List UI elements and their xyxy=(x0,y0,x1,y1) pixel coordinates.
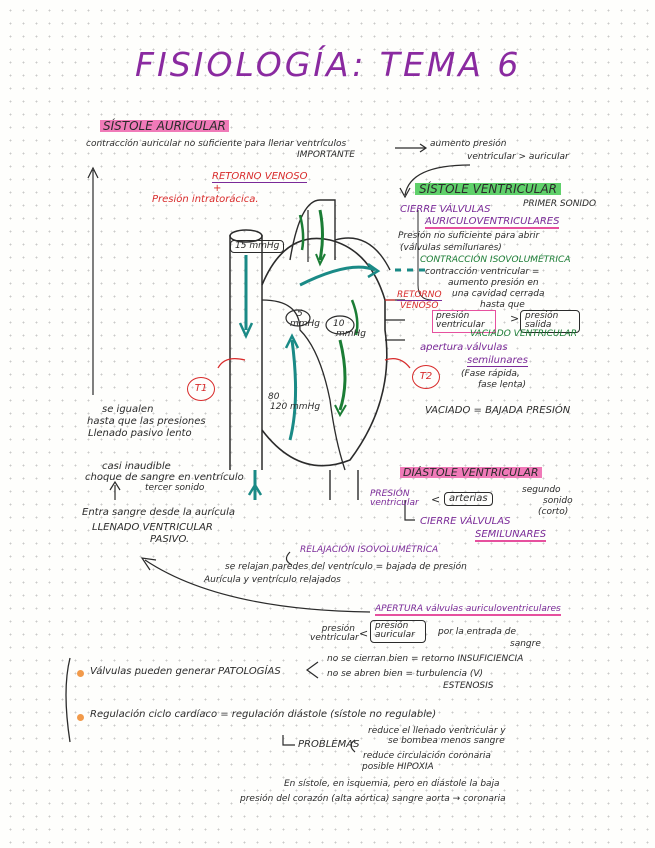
contraccion-isovolumetrica: CONTRACCIÓN ISOVOLUMÉTRICA xyxy=(420,255,571,265)
llenado-ventricular: LLENADO VENTRICULAR xyxy=(92,522,213,533)
cierre-valvulas: CIERRE VÁLVULAS xyxy=(400,204,491,215)
retorno-venoso-2-line1: RETORNO xyxy=(397,290,442,301)
t1-label: T1 xyxy=(187,377,215,401)
entrada-line2: sangre xyxy=(510,639,541,649)
semilunares-label: semilunares xyxy=(467,355,528,367)
presion-salida-box: presión salida xyxy=(520,310,580,333)
final-line2: presión del corazón (alta aórtica) sangr… xyxy=(240,794,506,804)
less-than-2: < xyxy=(359,627,369,640)
label-10: 10 xyxy=(333,319,345,329)
label-5: 5 xyxy=(297,309,303,319)
bullet-icon xyxy=(77,714,84,721)
hasta-que: hasta que xyxy=(480,300,525,310)
presion-intratoracica: Presión intratorácica. xyxy=(152,194,259,205)
reduce-line2: se bombea menos sangre xyxy=(388,736,505,746)
mmhg-small-1: mmHg xyxy=(290,319,321,329)
pa-box: presión auricular xyxy=(370,620,426,643)
less-than: < xyxy=(431,493,441,506)
no-cierran: no se cierran bien = retorno INSUFICIENC… xyxy=(327,654,524,664)
sistole-auricular-heading: SÍSTOLE AURICULAR xyxy=(100,120,229,132)
vaciado-ventricular: VACIADO VENTRICULAR xyxy=(470,329,577,339)
pasivo: PASIVO. xyxy=(150,534,190,545)
sistole-ventricular-heading: SÍSTOLE VENTRICULAR xyxy=(415,183,561,195)
relax-line1: se relajan paredes del ventrículo = baja… xyxy=(225,562,467,572)
primer-sonido: PRIMER SONIDO xyxy=(523,199,597,209)
retorno-venoso-label: RETORNO VENOSO xyxy=(212,171,308,183)
importante-label: IMPORTANTE xyxy=(297,150,355,160)
mmhg-small-2: mmHg xyxy=(336,329,367,339)
cierre-valvulas-diastole: CIERRE VÁLVULAS xyxy=(420,516,511,527)
mmhg-15-label: 15 mmHg xyxy=(230,240,285,253)
regulacion-ciclo: Regulación ciclo cardíaco = regulación d… xyxy=(90,709,437,720)
fase-rapida: (Fase rápida, xyxy=(461,369,520,379)
choque-sangre: choque de sangre en ventrículo xyxy=(85,472,244,483)
contraccion-line1: contracción ventricular = xyxy=(425,267,540,277)
retorno-plus: + xyxy=(213,183,222,194)
semilunares-diastole: SEMILUNARES xyxy=(475,529,547,542)
reduce-line3: reduce circulación coronaria xyxy=(363,751,491,761)
greater-than: > xyxy=(510,312,520,325)
contraccion-line3: una cavidad cerrada xyxy=(452,289,545,299)
valvulas-semilunares-note: (válvulas semilunares) xyxy=(400,243,502,253)
apertura-valvulas: apertura válvulas xyxy=(420,342,508,353)
no-abren: no se abren bien = turbulencia (V) xyxy=(327,669,484,679)
apertura-av: APERTURA válvulas auriculoventriculares xyxy=(375,604,561,616)
segundo-sonido-1: segundo xyxy=(522,485,561,495)
auriculoventriculares: AURICULOVENTRICULARES xyxy=(425,216,560,229)
label-120: 120 mmHg xyxy=(270,402,321,412)
aumento-presion-2: ventricular > auricular xyxy=(467,152,569,162)
igualen-line2: hasta que las presiones xyxy=(87,416,206,427)
segundo-sonido-2: sonido xyxy=(543,496,573,506)
fase-lenta: fase lenta) xyxy=(478,380,527,390)
tercer-sonido: tercer sonido xyxy=(145,483,205,493)
presion-no-suficiente: Presión no suficiente para abrir xyxy=(398,231,540,241)
casi-inaudible: casi inaudible xyxy=(102,461,171,472)
valvulas-patologias: Válvulas pueden generar PATOLOGÍAS xyxy=(90,666,281,677)
pv-diastole: presión ventricular xyxy=(310,624,359,644)
diastole-ventricular-heading: DIÁSTOLE VENTRICULAR xyxy=(400,467,542,478)
sistole-auricular-line1: contracción auricular no suficiente para… xyxy=(86,139,347,149)
entrada-line1: por la entrada de xyxy=(438,627,516,637)
reduce-line1: reduce el llenado ventricular y xyxy=(368,726,506,736)
page-title: FISIOLOGÍA: TEMA 6 xyxy=(135,45,522,84)
final-line1: En sístole, en isquemia, pero en diástol… xyxy=(284,779,500,789)
relax-line2: Aurícula y ventrículo relajados xyxy=(204,575,341,585)
igualen-line1: se igualen xyxy=(102,404,154,415)
problemas-label: PROBLEMAS xyxy=(298,739,360,750)
arterias-box: arterias xyxy=(444,492,493,506)
retorno-venoso-2-line2: VENOSO xyxy=(400,301,439,311)
segundo-sonido-3: (corto) xyxy=(538,507,569,517)
presion-ventricular-box: presión ventricular xyxy=(432,310,496,333)
relajacion-isovolumetrica: RELAJACIÓN ISOVOLUMÉTRICA xyxy=(300,545,439,555)
llenado-pasivo-lento: Llenado pasivo lento xyxy=(88,428,192,439)
bullet-icon xyxy=(77,670,84,677)
reduce-line4: posible HIPOXIA xyxy=(362,762,434,772)
t2-label: T2 xyxy=(412,365,440,389)
label-80: 80 xyxy=(268,392,280,402)
contraccion-line2: aumento presión en xyxy=(448,278,539,288)
vaciado-bajada-presion: VACIADO = BAJADA PRESIÓN xyxy=(425,405,571,416)
entra-sangre: Entra sangre desde la aurícula xyxy=(82,507,236,518)
aumento-presion: aumento presión xyxy=(430,139,507,149)
presion-ventricular-diastole: PRESIÓN ventricular xyxy=(370,489,419,509)
estenosis: ESTENOSIS xyxy=(443,681,494,691)
